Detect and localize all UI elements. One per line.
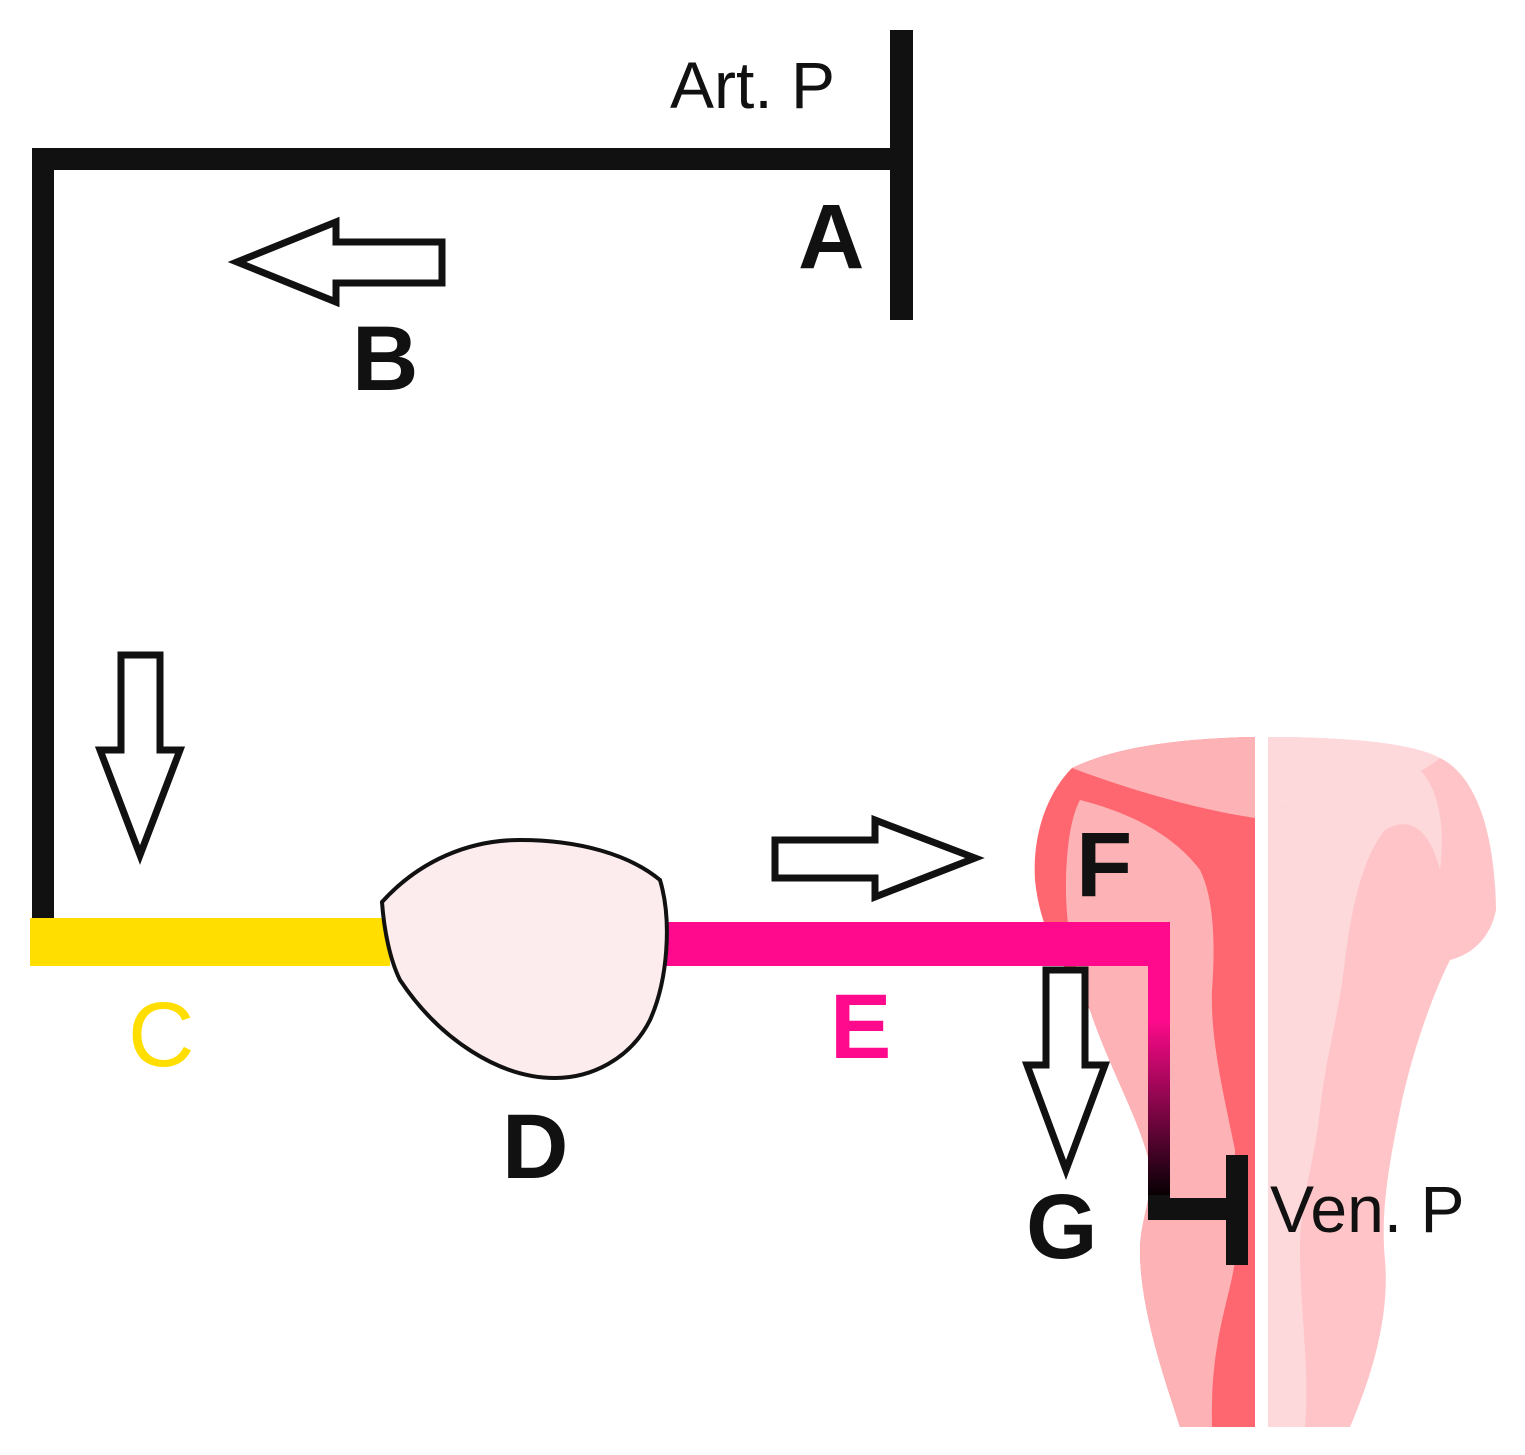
segment-e-drop (1148, 922, 1170, 1200)
ven-p-bar (1226, 1155, 1248, 1265)
label-art-p: Art. P (670, 48, 835, 122)
arrow-left-icon (227, 216, 446, 308)
arrow-down-g-icon (1021, 966, 1111, 1181)
organ-illustration (1034, 737, 1496, 1427)
label-f: F (1076, 814, 1132, 916)
arrow-down-icon (94, 651, 186, 865)
segment-c (30, 918, 390, 966)
arrow-right-icon (771, 814, 985, 903)
arterial-line (32, 30, 913, 920)
chamber-d (379, 837, 669, 1081)
organ-cap-right (1268, 737, 1440, 808)
arterial-top-line (32, 148, 902, 170)
label-ven-p: Ven. P (1270, 1172, 1465, 1246)
label-c: C (128, 984, 194, 1086)
venous-horizontal (1148, 1198, 1233, 1220)
organ-right-inner (1268, 770, 1442, 1427)
arterial-left-line (32, 148, 54, 920)
label-d: D (502, 1096, 568, 1198)
label-g: G (1026, 1176, 1098, 1278)
label-a: A (798, 186, 864, 288)
label-b: B (352, 308, 418, 410)
segment-e (660, 922, 1170, 966)
organ-divider (1255, 737, 1268, 1427)
organ-cap-left (1072, 737, 1255, 818)
venous-bracket (1148, 1155, 1248, 1265)
label-e: E (830, 976, 891, 1078)
art-p-bar (890, 30, 913, 320)
